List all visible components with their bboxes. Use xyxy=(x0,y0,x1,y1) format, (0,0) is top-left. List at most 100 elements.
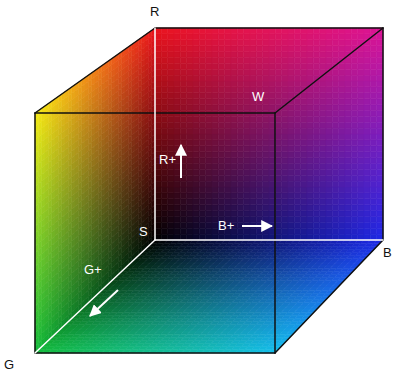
face-cell xyxy=(155,193,161,199)
face-cell xyxy=(269,63,275,69)
face-cell xyxy=(288,105,294,111)
face-cell xyxy=(237,228,243,234)
face-cell xyxy=(294,46,300,52)
face-cell xyxy=(282,222,288,228)
face-cell xyxy=(187,187,193,193)
face-cell xyxy=(218,57,224,63)
face-cell xyxy=(377,40,383,46)
face-cell xyxy=(161,69,167,75)
face-cell xyxy=(339,169,345,175)
face-cell xyxy=(174,46,180,52)
face-cell xyxy=(174,199,180,205)
face-cell xyxy=(377,87,383,93)
face-cell xyxy=(244,181,250,187)
face-cell xyxy=(206,52,212,58)
face-cell xyxy=(332,75,338,81)
face-cell xyxy=(326,81,332,87)
face-cell xyxy=(269,99,275,105)
face-cell xyxy=(231,234,237,240)
face-cell xyxy=(320,187,326,193)
face-cell xyxy=(199,234,205,240)
face-cell xyxy=(263,105,269,111)
face-cell xyxy=(351,140,357,146)
face-cell xyxy=(339,193,345,199)
face-cell xyxy=(269,28,275,34)
face-cell xyxy=(180,57,186,63)
face-cell xyxy=(301,57,307,63)
face-cell xyxy=(168,99,174,105)
face-cell xyxy=(218,122,224,128)
face-cell xyxy=(320,158,326,164)
face-cell xyxy=(313,28,319,34)
face-cell xyxy=(345,222,351,228)
face-cell xyxy=(275,69,281,75)
face-cell xyxy=(358,193,364,199)
face-cell xyxy=(269,69,275,75)
face-cell xyxy=(313,169,319,175)
face-cell xyxy=(345,187,351,193)
face-cell xyxy=(263,146,269,152)
face-cell xyxy=(225,69,231,75)
face-cell xyxy=(231,105,237,111)
face-cell xyxy=(294,146,300,152)
face-cell xyxy=(307,169,313,175)
face-cell xyxy=(199,181,205,187)
face-cell xyxy=(263,140,269,146)
face-cell xyxy=(237,163,243,169)
face-cell xyxy=(320,216,326,222)
face-cell xyxy=(345,228,351,234)
face-cell xyxy=(193,93,199,99)
face-cell xyxy=(339,199,345,205)
face-cell xyxy=(263,63,269,69)
face-cell xyxy=(282,28,288,34)
face-cell xyxy=(193,63,199,69)
face-cell xyxy=(282,116,288,122)
face-cell xyxy=(269,34,275,40)
face-cell xyxy=(377,93,383,99)
face-cell xyxy=(326,211,332,217)
face-cell xyxy=(301,175,307,181)
face-cell xyxy=(155,28,161,34)
face-cell xyxy=(358,75,364,81)
face-cell xyxy=(161,63,167,69)
face-cell xyxy=(332,81,338,87)
face-cell xyxy=(161,99,167,105)
face-cell xyxy=(288,181,294,187)
face-cell xyxy=(231,52,237,58)
face-cell xyxy=(187,63,193,69)
face-cell xyxy=(332,52,338,58)
face-cell xyxy=(377,146,383,152)
face-cell xyxy=(370,205,376,211)
face-cell xyxy=(332,57,338,63)
face-cell xyxy=(358,87,364,93)
face-cell xyxy=(351,63,357,69)
face-cell xyxy=(294,134,300,140)
face-cell xyxy=(275,234,281,240)
face-cell xyxy=(263,134,269,140)
face-cell xyxy=(231,34,237,40)
face-cell xyxy=(364,116,370,122)
face-cell xyxy=(199,158,205,164)
face-cell xyxy=(339,234,345,240)
face-cell xyxy=(288,211,294,217)
face-cell xyxy=(364,99,370,105)
face-cell xyxy=(250,193,256,199)
face-cell xyxy=(250,75,256,81)
face-cell xyxy=(345,199,351,205)
face-cell xyxy=(320,222,326,228)
face-cell xyxy=(180,81,186,87)
face-cell xyxy=(282,128,288,134)
face-cell xyxy=(187,122,193,128)
face-cell xyxy=(199,34,205,40)
face-cell xyxy=(275,87,281,93)
face-cell xyxy=(326,28,332,34)
face-cell xyxy=(358,175,364,181)
face-cell xyxy=(218,193,224,199)
face-cell xyxy=(187,163,193,169)
face-cell xyxy=(168,134,174,140)
face-cell xyxy=(345,122,351,128)
face-cell xyxy=(237,46,243,52)
face-cell xyxy=(275,205,281,211)
face-cell xyxy=(351,205,357,211)
face-cell xyxy=(282,57,288,63)
